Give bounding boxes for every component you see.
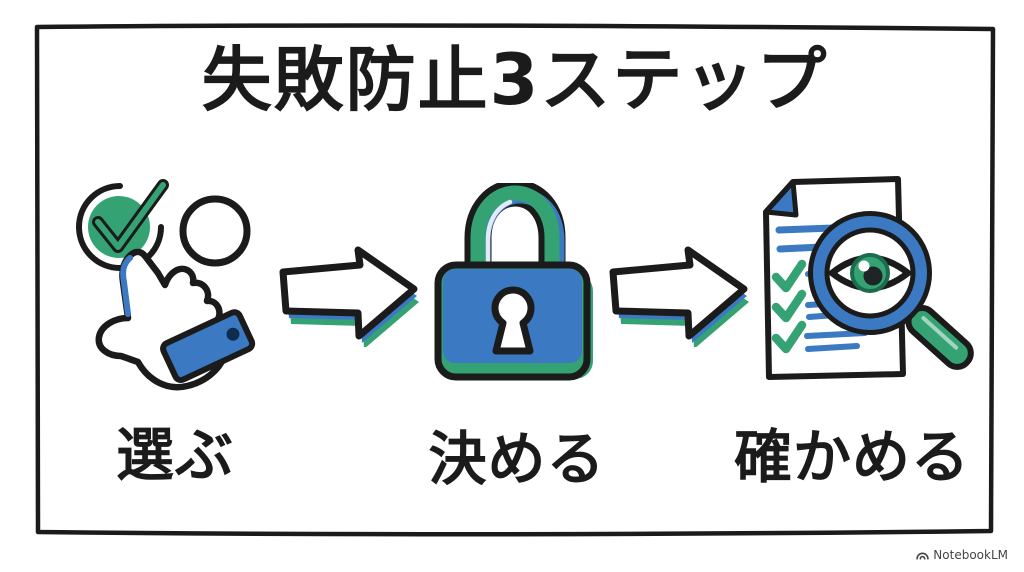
watermark: NotebookLM [916,548,1008,562]
padlock-icon [434,183,593,381]
arrow-right-icon [272,237,419,347]
checkbox-click-hand-icon [76,179,256,391]
step-label-verify: 確かめる [733,423,970,491]
step-label-choose: 選ぶ [115,421,234,489]
arrow-right-icon [602,237,749,347]
notebooklm-logo-icon [916,552,930,560]
watermark-text: NotebookLM [933,548,1008,562]
document-eye-magnifier-icon [763,176,974,380]
poster-title: 失敗防止3ステップ [201,39,829,121]
step-label-decide: 決める [428,425,606,493]
